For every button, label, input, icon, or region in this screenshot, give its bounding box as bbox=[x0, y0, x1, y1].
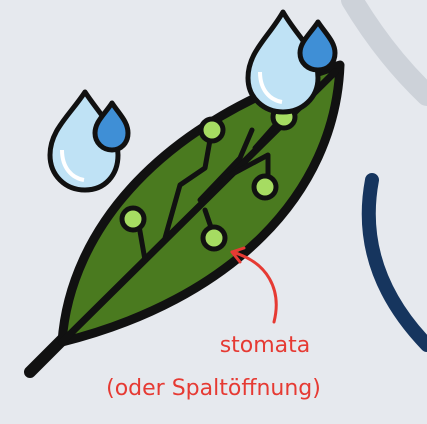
arrow-icon bbox=[232, 248, 276, 322]
water-drop-icon bbox=[50, 92, 128, 190]
stomata-dot-icon bbox=[203, 227, 225, 249]
stomata-dot-icon bbox=[201, 119, 223, 141]
background-arc-light bbox=[352, 0, 427, 95]
background-arc-dark bbox=[369, 180, 427, 345]
stomata-dot-icon bbox=[254, 176, 276, 198]
leaf-stem bbox=[30, 340, 62, 372]
stomata-label-alt: (oder Spaltöffnung) bbox=[0, 376, 427, 401]
stomata-label: stomata bbox=[190, 333, 340, 358]
stomata-dot-icon bbox=[122, 208, 144, 230]
